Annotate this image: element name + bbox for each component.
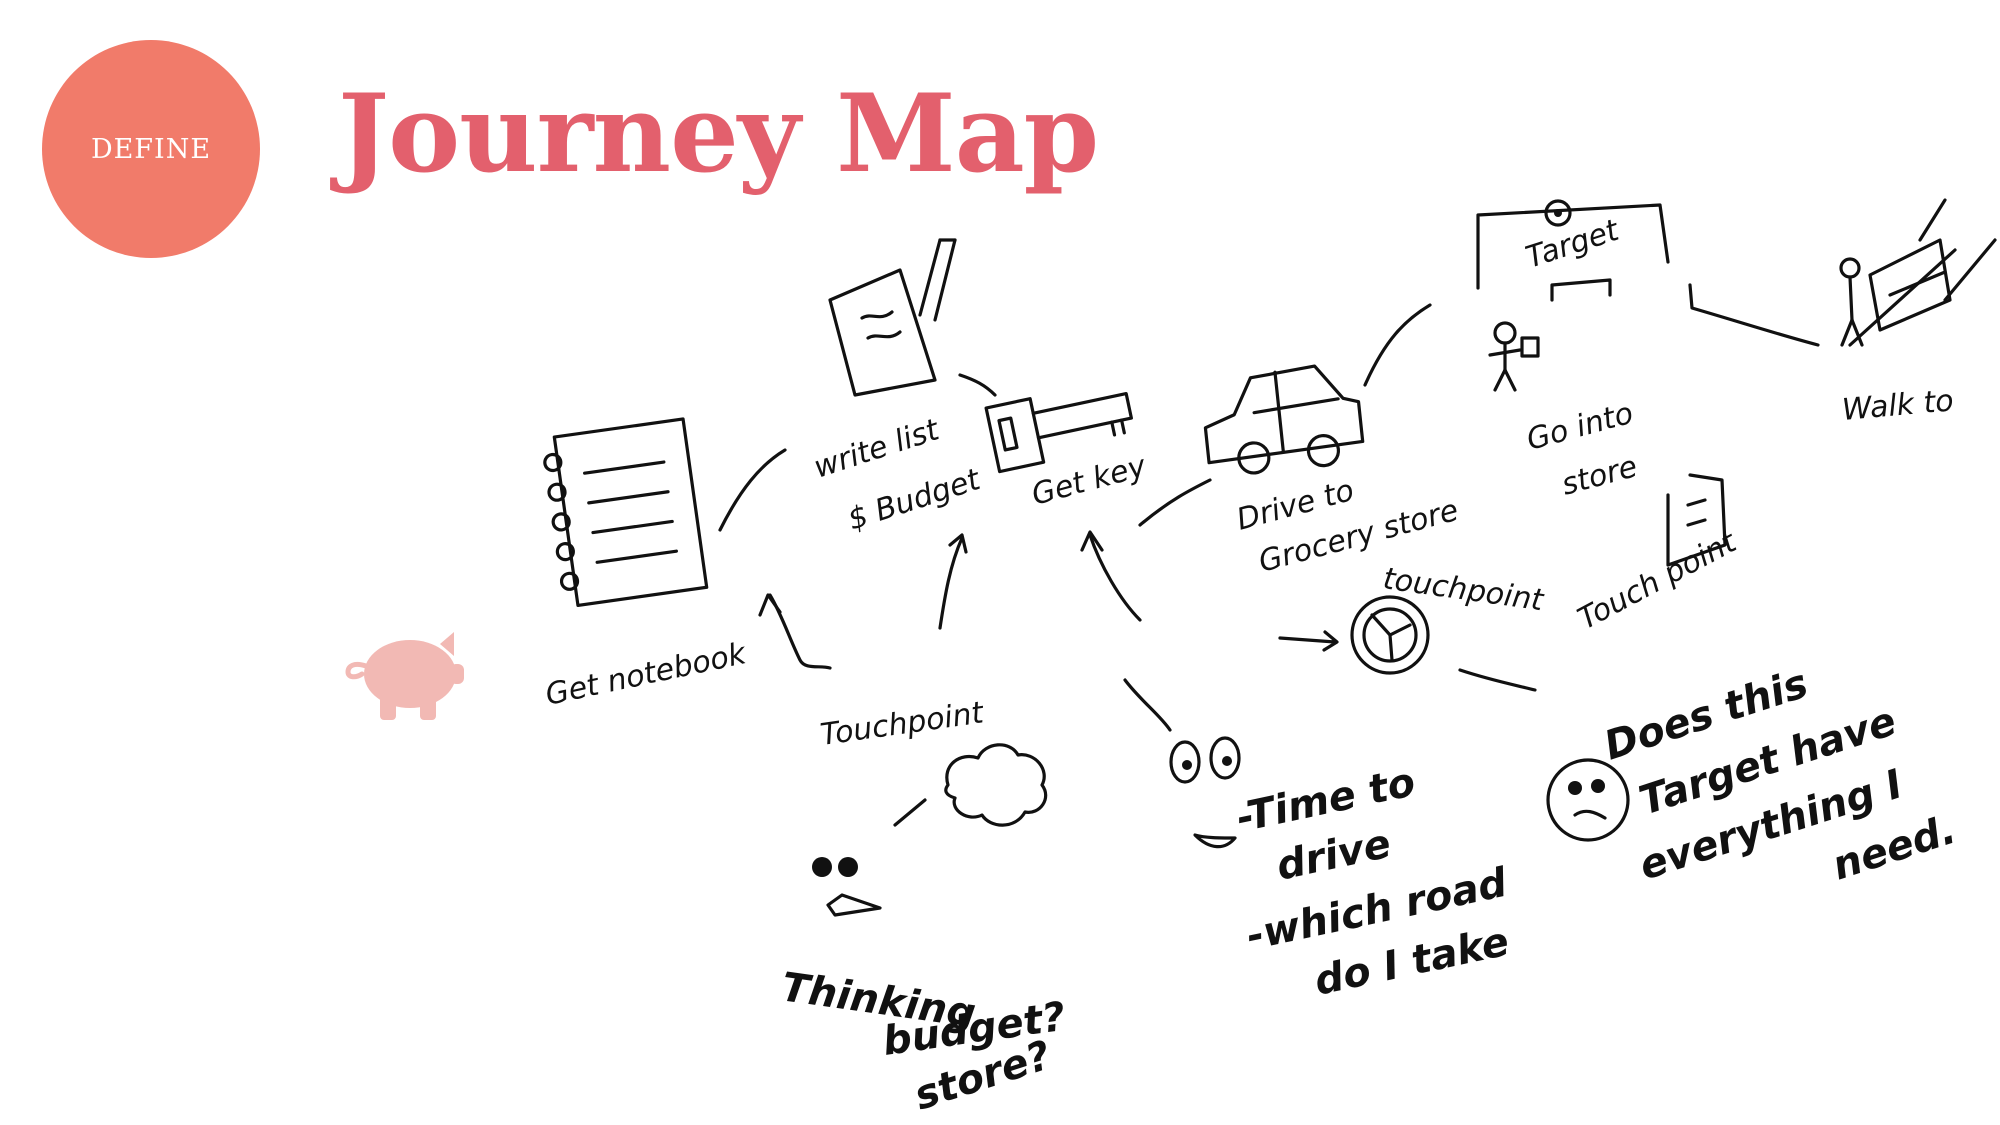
connector-notebook-list [720, 450, 785, 530]
step-get-notebook: Get notebook [542, 636, 750, 713]
touchpoint-label-3: Touch point [1572, 524, 1743, 637]
emotion-drive-line1: -Time to [1233, 759, 1420, 842]
arrow-up-notebook [770, 595, 830, 668]
steering-wheel-sketch [1352, 597, 1428, 673]
touchpoint-label-1: Touchpoint [818, 695, 987, 753]
car-sketch [1200, 362, 1365, 478]
connector-key-car [1140, 480, 1210, 525]
store-sign: Target [1522, 213, 1624, 276]
step-write-list: write list [810, 412, 945, 486]
step-get-key: Get key [1028, 448, 1151, 512]
arrowhead-notebook [760, 595, 780, 615]
touchpoint-label-2: touchpoint [1381, 561, 1547, 618]
step-budget: $ Budget [844, 462, 986, 538]
arrow-to-wheel [1280, 632, 1337, 650]
connector-list-key [960, 375, 995, 395]
paper-pencil-sketch [830, 240, 955, 395]
connector-car-store [1365, 305, 1430, 385]
arrow-up-key [1090, 535, 1140, 620]
driving-face-sketch [1125, 680, 1239, 847]
arrow-up-list [940, 538, 962, 628]
step-go-into-line1: Go into [1523, 396, 1637, 458]
notebook-sketch [541, 419, 706, 607]
shelf-sketch [1841, 200, 1995, 345]
step-go-into-line2: store [1558, 449, 1641, 503]
worried-face-sketch [1460, 670, 1628, 840]
step-walk: Walk to [1841, 383, 1955, 428]
thinking-face-sketch [812, 745, 1046, 915]
connector-store-walk [1690, 285, 1818, 345]
